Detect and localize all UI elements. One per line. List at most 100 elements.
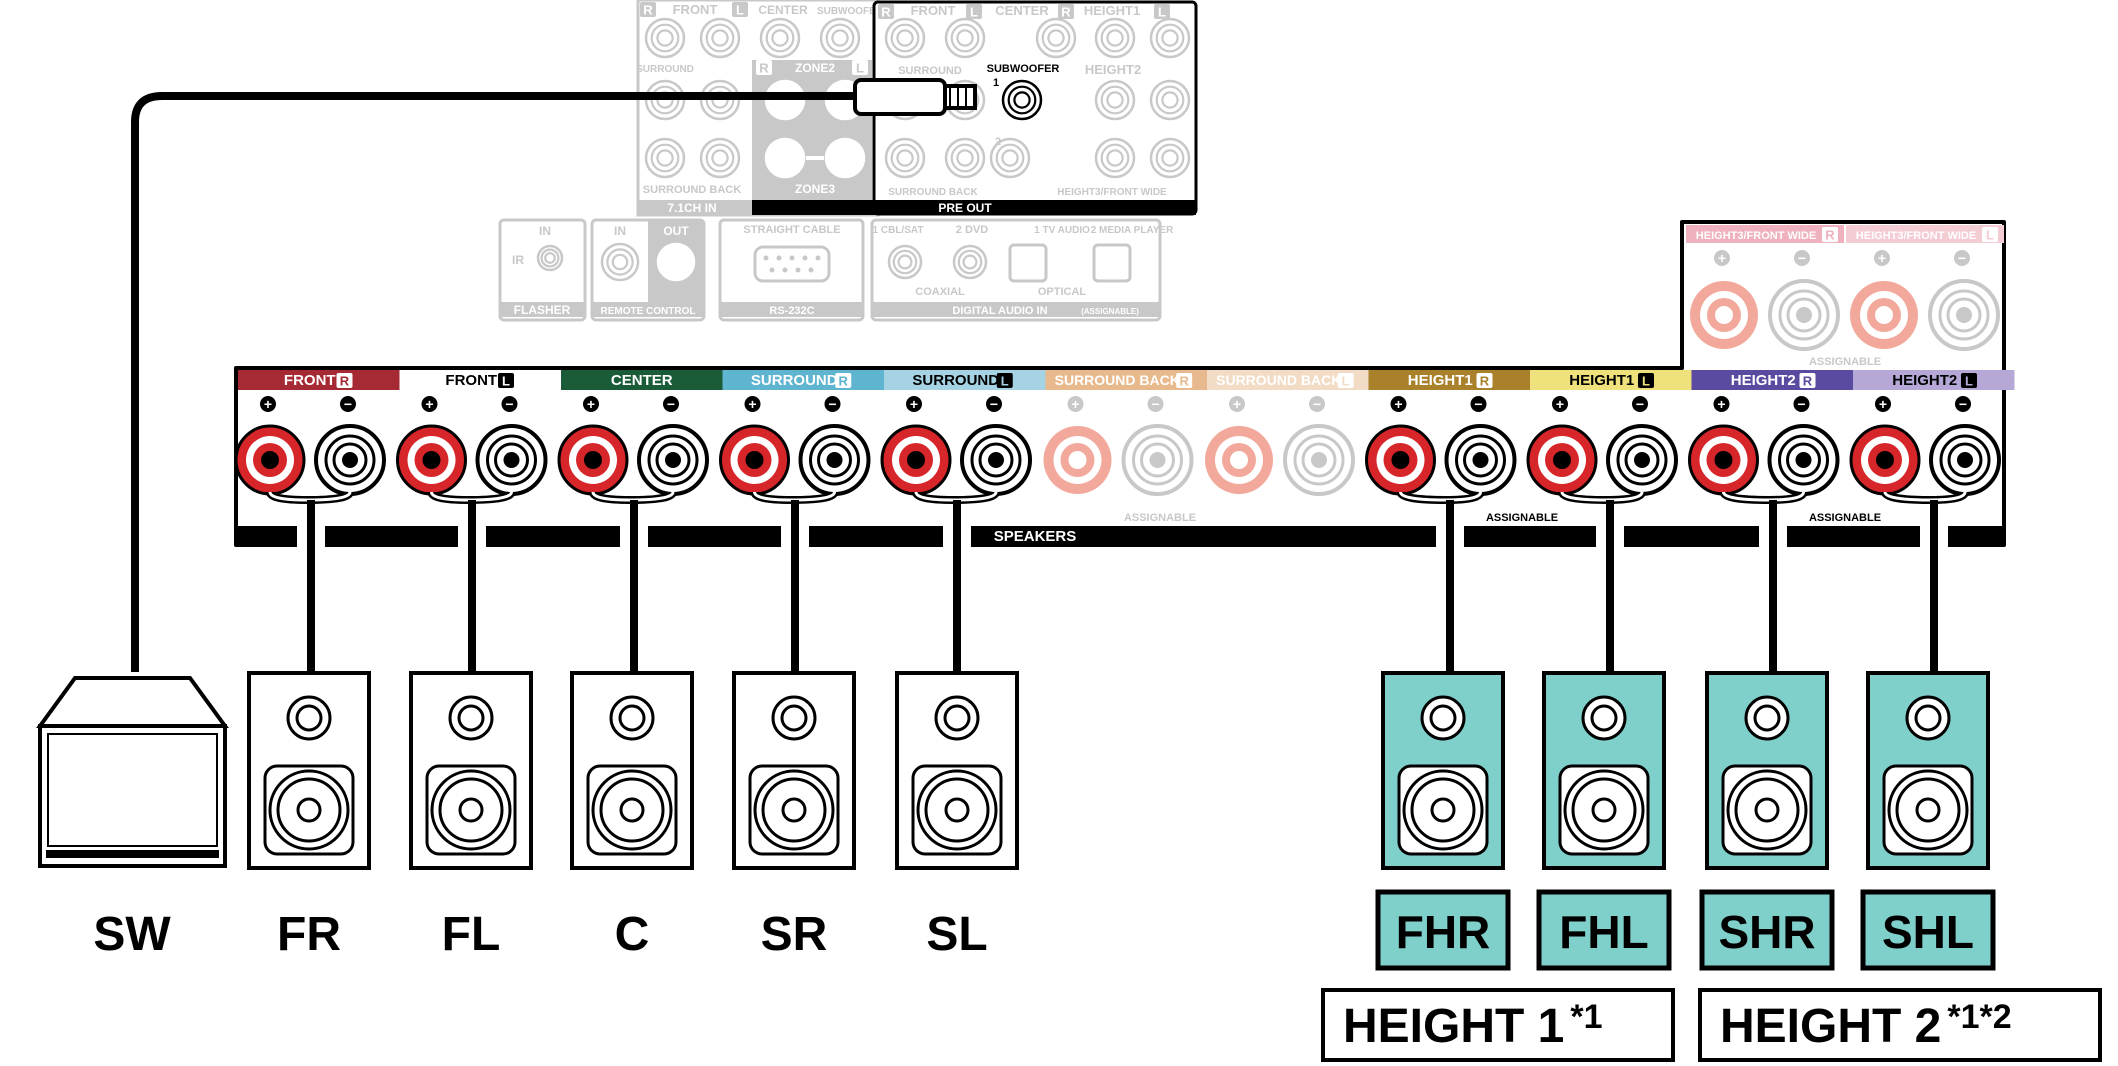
negative-terminal-hole (1795, 452, 1812, 468)
negative-terminal (1767, 424, 1840, 496)
cable-layer (131, 78, 977, 672)
positive-terminal (880, 424, 952, 496)
positive-terminal (396, 424, 467, 496)
height-group-name: HEIGHT 1 (1343, 1000, 1564, 1053)
optical-label: OPTICAL (1038, 286, 1087, 298)
plus-sign: + (1878, 250, 1886, 266)
coax2-label: 2 DVD (956, 224, 988, 236)
woofer-surround (599, 777, 665, 843)
negative-terminal-ring (970, 434, 1022, 486)
negative-terminal-ring (809, 434, 860, 486)
faded-rca-jack-ring (705, 23, 735, 53)
faded-center-label: CENTER (758, 3, 808, 17)
positive-terminal (1043, 426, 1112, 494)
woofer (1726, 769, 1808, 851)
faded-rca-jack-ring (705, 143, 735, 173)
minus-sign: − (505, 396, 513, 412)
pre-out-bar (752, 200, 1196, 215)
terminal-side-badge-box (835, 373, 852, 388)
positive-terminal-hole (1714, 451, 1733, 469)
plus-marker (1874, 250, 1890, 266)
minus-marker (1793, 396, 1810, 412)
speaker-label-box (1375, 889, 1511, 971)
subwoofer-1-jack-ring (1007, 85, 1037, 115)
plus-sign: + (587, 396, 595, 412)
faded-rca-jack (644, 17, 686, 59)
tweeter-center (1753, 704, 1781, 732)
negative-terminal-mid (1140, 442, 1175, 478)
pre-out-faded-jack-core (1001, 149, 1019, 167)
negative-terminal-mid (978, 442, 1014, 478)
plus-sign: + (748, 396, 756, 412)
terminal-group-label: HEIGHT1 (1408, 372, 1473, 389)
woofer-surround (276, 777, 342, 843)
faded-71ch-label: 7.1CH IN (667, 201, 716, 215)
minus-sign: − (1151, 396, 1159, 412)
plus-marker (1713, 396, 1730, 412)
woofer-surround (1895, 777, 1961, 843)
negative-terminal-ring (1455, 434, 1506, 486)
rl-badge-box (640, 2, 656, 17)
pre-out-faded-jack (1035, 17, 1077, 59)
height-group-box (1698, 988, 2102, 1062)
zone-panel (752, 60, 872, 200)
flasher-jack-core (544, 252, 556, 264)
rs232-pin (782, 267, 788, 273)
terminal-group-label: HEIGHT1 (1569, 372, 1634, 389)
pre-out-height1-label: HEIGHT1 (1084, 3, 1140, 18)
minus-marker (1794, 250, 1810, 266)
negative-terminal (1444, 424, 1517, 496)
woofer-cap (1915, 797, 1941, 823)
tweeter (1581, 695, 1627, 741)
negative-terminal-ring (324, 434, 376, 486)
coaxial-label: COAXIAL (915, 286, 965, 298)
rca-plug-tip (943, 84, 977, 110)
woofer-cap (619, 797, 645, 823)
woofer-surround (438, 777, 504, 843)
faded-rca-jack (644, 137, 686, 179)
negative-terminal-hole (342, 452, 358, 468)
terminal-group-label: HEIGHT2 (1892, 372, 1957, 389)
woofer (1887, 769, 1969, 851)
plus-sign: + (425, 396, 433, 412)
terminal-group-label: SURROUND BACK (1055, 372, 1180, 388)
terminal-side-badge-box (996, 373, 1013, 388)
tweeter (934, 695, 980, 741)
pre-out-faded-jack-ring (1041, 23, 1071, 53)
rs232-pin (808, 267, 814, 273)
rl-badge: L (970, 5, 978, 20)
rl-badge-box (878, 4, 894, 19)
pre-out-faded-jack (1094, 17, 1136, 59)
tweeter (1744, 695, 1790, 741)
negative-terminal-mid (655, 442, 691, 478)
woofer-cap (1754, 797, 1780, 823)
pre-out-surround-back-label: SURROUND BACK (888, 187, 978, 198)
woofer-cap (781, 797, 807, 823)
terminal-label-bar (1045, 370, 1207, 390)
pre-out-height2-label: HEIGHT2 (1085, 62, 1141, 77)
flasher-panel (498, 218, 587, 322)
negative-terminal-ring (1616, 434, 1668, 486)
height3-label: HEIGHT3/FRONT WIDE (1856, 230, 1976, 242)
speakers-bar (236, 526, 2004, 545)
speaker-label-box (1536, 889, 1672, 971)
minus-sign: − (1636, 396, 1644, 412)
rs232-port (753, 245, 831, 283)
pre-out-faded-jack-ring (950, 143, 980, 173)
rs232-cable-label: STRAIGHT CABLE (743, 224, 840, 236)
negative-terminal-hole (826, 452, 843, 468)
pre-out-faded-jack-ring (1100, 85, 1130, 115)
height3-assignable: ASSIGNABLE (1809, 356, 1881, 368)
pre-out-faded-jack-core (1161, 29, 1179, 47)
terminal-group-label: SURROUND BACK (1216, 372, 1341, 388)
terminal-side-badge: R (1803, 374, 1813, 389)
remote-title: REMOTE CONTROL (601, 306, 696, 317)
woofer-surround (1734, 777, 1800, 843)
height-group-footnote: *1*2 (1947, 998, 2011, 1036)
faded-rca-jack (819, 17, 861, 59)
optical2-port (1092, 243, 1132, 283)
speaker-label-box (1860, 889, 1996, 971)
plus-marker (744, 396, 761, 412)
positive-terminal-hole (1391, 451, 1410, 469)
coax1-label: 1 CBL/SAT (873, 225, 924, 236)
